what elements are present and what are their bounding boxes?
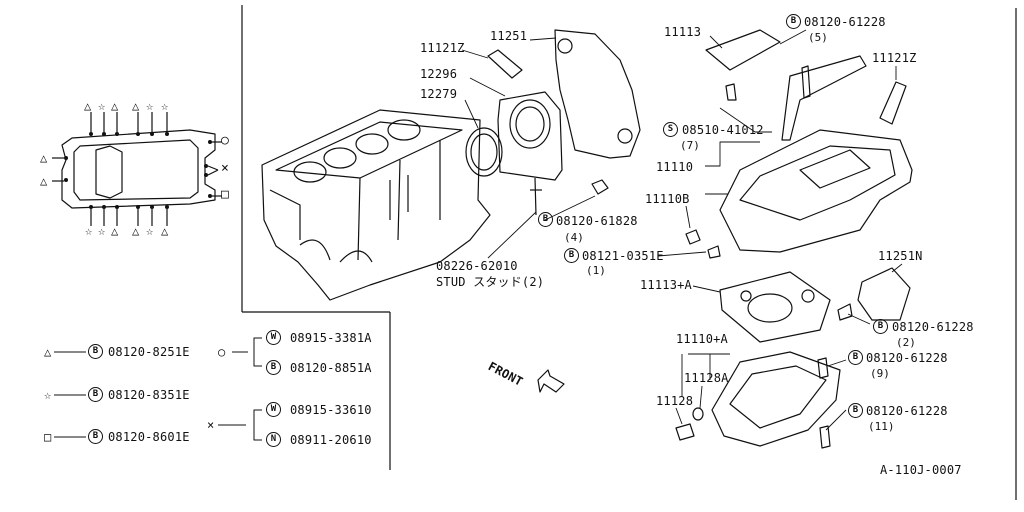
legend-lines xyxy=(54,337,262,441)
drawing-code: A-110J-0007 xyxy=(880,463,962,477)
legend-x-glyph: × xyxy=(207,418,215,432)
legend-tri-b-symbol: B xyxy=(88,344,103,359)
pattern-bot-star-3: ☆ xyxy=(146,224,154,238)
pattern-left-tri-2: △ xyxy=(40,174,48,188)
pattern-bot-tri-3: △ xyxy=(161,224,169,238)
baffle-plate-drawing xyxy=(719,271,831,343)
label-11110A: 11110+A xyxy=(676,332,728,346)
qty-5: (5) xyxy=(808,31,828,44)
upper-oil-pan-drawing xyxy=(719,129,913,253)
label-bolt-08120-61228-mid: 08120-61228 xyxy=(892,320,974,334)
pattern-top-star-2: ☆ xyxy=(146,99,154,113)
label-stud-text: STUD スタッド(2) xyxy=(436,275,545,289)
pattern-top-star-1: ☆ xyxy=(98,99,106,113)
legend-sq-glyph: □ xyxy=(44,430,52,444)
pattern-top-tri-2: △ xyxy=(111,99,119,113)
legend-sq-part: 08120-8601E xyxy=(108,430,190,444)
bolt-s-symbol: S xyxy=(663,122,678,137)
label-11113A: 11113+A xyxy=(640,278,692,292)
pattern-bot-tri-2: △ xyxy=(132,224,140,238)
pattern-bot-tri-1: △ xyxy=(111,224,119,238)
qty-7: (7) xyxy=(680,139,700,152)
qty-9: (9) xyxy=(870,367,890,380)
bolt-0351E-b-symbol: B xyxy=(564,248,579,263)
pattern-right-x: × xyxy=(221,161,230,176)
label-11251N: 11251N xyxy=(878,249,923,263)
pattern-bot-star-1: ☆ xyxy=(85,224,93,238)
legend-circle-glyph: ○ xyxy=(218,345,226,359)
bolt-pattern-diagram xyxy=(52,112,222,226)
strainer-cover-drawing xyxy=(857,267,911,321)
pattern-right-square: □ xyxy=(221,187,230,202)
cylinder-block-drawing xyxy=(261,109,491,301)
label-11110B: 11110B xyxy=(645,192,690,206)
pattern-top-tri-1: △ xyxy=(84,99,92,113)
label-11121Z-right: 11121Z xyxy=(872,51,917,65)
bolt-61828-b-symbol: B xyxy=(538,212,553,227)
legend-circle-b-symbol: B xyxy=(266,360,281,375)
legend-tri-part: 08120-8251E xyxy=(108,345,190,359)
label-11128A: 11128A xyxy=(684,371,729,385)
bolt-mid-b-symbol: B xyxy=(873,319,888,334)
label-11128: 11128 xyxy=(656,394,694,408)
label-12279: 12279 xyxy=(420,87,458,101)
pattern-right-circle: ○ xyxy=(221,133,230,148)
legend-x-n-part: 08911-20610 xyxy=(290,433,372,447)
pattern-left-tri-1: △ xyxy=(40,151,48,165)
legend-x-w-symbol: W xyxy=(266,402,281,417)
sealant-tubes xyxy=(487,49,907,125)
pattern-top-star-3: ☆ xyxy=(161,99,169,113)
label-stud-number: 08226-62010 xyxy=(436,259,518,273)
legend-x-n-symbol: N xyxy=(266,432,281,447)
end-plate-drawing xyxy=(554,29,641,159)
pattern-top-tri-3: △ xyxy=(132,99,140,113)
label-12296: 12296 xyxy=(420,67,458,81)
label-11251: 11251 xyxy=(490,29,528,43)
baffle-bracket-drawing xyxy=(705,29,867,141)
label-11121Z-left: 11121Z xyxy=(420,41,465,55)
label-11113: 11113 xyxy=(664,25,702,39)
legend-tri-glyph: △ xyxy=(44,345,52,359)
pattern-bot-star-2: ☆ xyxy=(98,224,106,238)
bolt-bot-b-symbol: B xyxy=(848,403,863,418)
legend-star-glyph: ☆ xyxy=(44,388,52,402)
rear-seal-drawing xyxy=(465,91,563,216)
bolt-top-b-symbol: B xyxy=(786,14,801,29)
leader-lines xyxy=(461,29,903,431)
label-bolt-08510-41012: 08510-41012 xyxy=(682,123,764,137)
qty-2: (2) xyxy=(896,336,916,349)
qty-4: (4) xyxy=(564,231,584,244)
label-bolt-08120-61828: 08120-61828 xyxy=(556,214,638,228)
legend-sq-b-symbol: B xyxy=(88,429,103,444)
bolt-low-b-symbol: B xyxy=(848,350,863,365)
legend-circle-w-symbol: W xyxy=(266,330,281,345)
label-bolt-08120-61228-top: 08120-61228 xyxy=(804,15,886,29)
label-11110: 11110 xyxy=(656,160,694,174)
label-bolt-08121-0351E: 08121-0351E xyxy=(582,249,664,263)
lower-oil-pan-drawing xyxy=(692,351,841,447)
front-arrow xyxy=(537,369,565,393)
qty-11: (11) xyxy=(868,420,895,433)
legend-circle-b-part: 08120-8851A xyxy=(290,361,372,375)
legend-circle-w-part: 08915-3381A xyxy=(290,331,372,345)
qty-1: (1) xyxy=(586,264,606,277)
label-bolt-08120-61228-bot: 08120-61228 xyxy=(866,404,948,418)
legend-x-w-part: 08915-33610 xyxy=(290,403,372,417)
legend-star-b-symbol: B xyxy=(88,387,103,402)
label-bolt-08120-61228-low: 08120-61228 xyxy=(866,351,948,365)
legend-star-part: 08120-8351E xyxy=(108,388,190,402)
